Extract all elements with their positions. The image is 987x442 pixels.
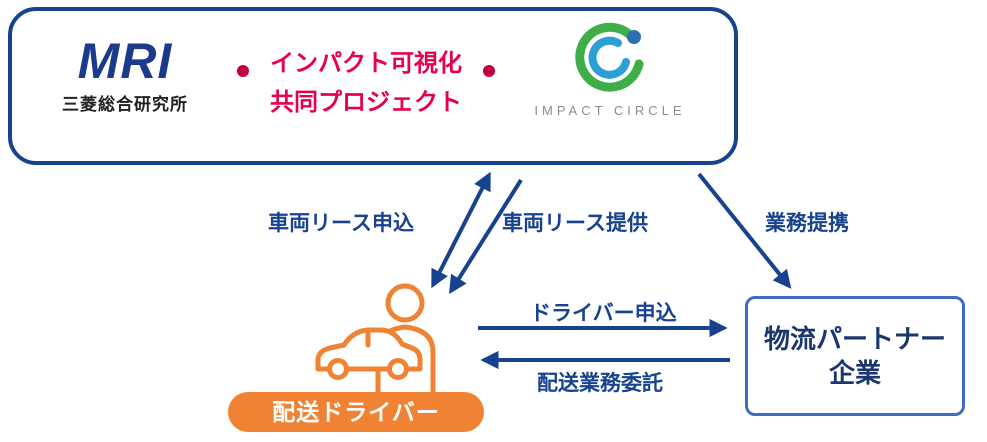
partner-box: 物流パートナー 企業 <box>745 296 965 416</box>
driver-icon <box>315 283 436 395</box>
project-title: インパクト可視化 共同プロジェクト <box>256 44 476 122</box>
mri-wordmark: MRI <box>77 33 173 89</box>
lease-apply-label: 車両リース申込 <box>268 212 414 235</box>
bullet-dot-right <box>483 65 495 77</box>
delivery-outsource-label: 配送業務委託 <box>537 372 663 395</box>
driver-apply-label: ドライバー申込 <box>530 302 677 325</box>
lease-provide-label: 車両リース提供 <box>502 212 648 235</box>
partnership-label: 業務提携 <box>765 212 849 235</box>
project-title-line1: インパクト可視化 <box>270 50 462 77</box>
partnership-arrow <box>697 172 792 289</box>
bullet-dot-left <box>237 65 249 77</box>
lease-apply-arrow <box>431 171 491 289</box>
driver-badge: 配送ドライバー <box>228 392 484 432</box>
project-title-line2: 共同プロジェクト <box>270 89 462 116</box>
driver-person-head-icon <box>385 283 425 323</box>
partner-box-line2: 企業 <box>828 358 881 388</box>
mri-subtitle: 三菱総合研究所 <box>62 95 188 114</box>
project-box: MRI 三菱総合研究所 インパクト可視化 共同プロジェクト IMPACT CIR… <box>8 7 738 165</box>
partner-box-line1: 物流パートナー <box>763 324 946 354</box>
driver-car-wheel-left-icon <box>327 358 349 380</box>
impact-circle-label: IMPACT CIRCLE <box>534 103 686 118</box>
impact-circle-logo: IMPACT CIRCLE <box>505 19 715 118</box>
lease-provide-arrow <box>449 178 523 295</box>
mri-logo: MRI 三菱総合研究所 <box>40 35 210 115</box>
impact-circle-swirl-icon <box>575 22 644 92</box>
driver-car-wheel-right-icon <box>387 358 409 380</box>
